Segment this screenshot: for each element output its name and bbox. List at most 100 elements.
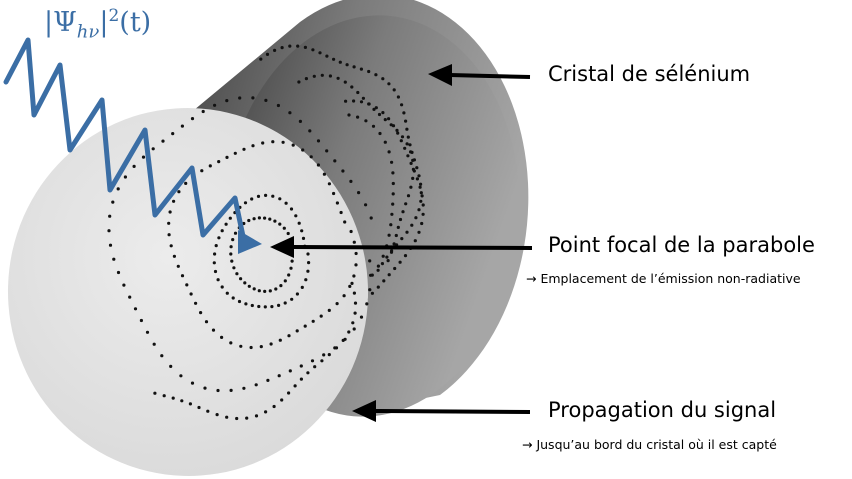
scatter-dot	[410, 223, 414, 227]
scatter-dot	[396, 131, 400, 135]
scatter-dot	[378, 131, 382, 136]
scatter-dot	[216, 278, 220, 282]
scatter-dot	[294, 214, 298, 218]
scatter-dot	[264, 193, 268, 197]
scatter-dot	[235, 272, 239, 276]
scatter-dot	[332, 57, 336, 61]
scatter-dot	[213, 252, 217, 256]
scatter-dot	[413, 239, 417, 243]
scatter-dot	[389, 223, 393, 227]
scatter-dot	[169, 244, 173, 248]
scatter-dot	[224, 222, 228, 226]
scatter-dot	[230, 259, 234, 263]
scatter-dot	[356, 90, 360, 95]
scatter-dot	[411, 158, 415, 162]
scatter-dot	[417, 208, 421, 212]
scatter-dot	[151, 147, 155, 151]
scatter-dot	[393, 266, 397, 271]
scatter-dot	[310, 359, 315, 363]
scatter-dot	[387, 233, 391, 237]
scatter-dot	[387, 273, 391, 277]
scatter-dot	[259, 345, 263, 349]
scatter-dot	[257, 289, 261, 293]
crystal-label: Cristal de sélénium	[548, 62, 751, 86]
scatter-dot	[419, 191, 423, 195]
scatter-dot	[347, 330, 351, 334]
scatter-dot	[172, 254, 176, 258]
scatter-dot	[371, 124, 376, 128]
scatter-dot	[369, 273, 373, 277]
scatter-dot	[414, 216, 418, 220]
scatter-dot	[271, 140, 275, 144]
propagation-label: Propagation du signal	[548, 398, 777, 422]
scatter-dot	[161, 139, 165, 143]
scatter-dot	[352, 327, 356, 331]
scatter-dot	[304, 278, 308, 282]
scatter-dot	[200, 169, 204, 173]
scatter-dot	[252, 217, 256, 221]
scatter-dot	[367, 69, 371, 74]
scatter-dot	[128, 295, 132, 299]
scatter-dot	[169, 364, 173, 368]
scatter-dot	[116, 187, 120, 191]
scatter-dot	[171, 396, 175, 400]
scatter-dot	[391, 192, 395, 196]
scatter-dot	[383, 140, 387, 144]
scatter-dot	[386, 259, 390, 263]
formula-subscript: hν	[76, 21, 100, 43]
scatter-dot	[325, 149, 329, 153]
scatter-dot	[361, 96, 365, 100]
scatter-dot	[391, 181, 395, 186]
scatter-dot	[406, 154, 410, 158]
scatter-dot	[390, 160, 394, 164]
scatter-dot	[350, 281, 354, 285]
scatter-dot	[168, 210, 172, 214]
formula-argument: (t)	[119, 7, 152, 38]
scatter-dot	[257, 304, 261, 309]
scatter-dot	[354, 251, 358, 256]
scatter-dot	[322, 172, 326, 176]
scatter-dot	[250, 197, 254, 201]
scatter-dot	[320, 359, 324, 363]
scatter-dot	[406, 135, 410, 139]
scatter-dot	[347, 113, 351, 117]
scatter-dot	[392, 88, 396, 92]
scatter-dot	[269, 342, 273, 346]
scatter-dot	[290, 259, 294, 263]
scatter-dot	[333, 159, 337, 163]
scatter-dot	[387, 150, 391, 154]
scatter-dot	[372, 107, 376, 111]
scatter-dot	[176, 264, 180, 268]
scatter-dot	[319, 314, 323, 318]
scatter-dot	[263, 216, 267, 220]
scatter-dot	[301, 148, 305, 152]
scatter-dot	[239, 344, 243, 348]
scatter-dot	[419, 182, 423, 186]
scatter-dot	[288, 369, 292, 373]
scatter-dot	[350, 85, 354, 89]
scatter-dot	[344, 99, 348, 103]
scatter-dot	[160, 354, 164, 358]
scatter-dot	[116, 270, 121, 275]
scatter-dot	[153, 391, 157, 395]
scatter-dot	[278, 197, 282, 201]
scatter-dot	[225, 155, 229, 159]
crystal-front-face	[7, 108, 369, 476]
scatter-dot	[188, 402, 192, 406]
scatter-dot	[303, 324, 307, 328]
scatter-dot	[325, 54, 329, 58]
scatter-dot	[201, 109, 205, 114]
scatter-dot	[365, 302, 369, 306]
scatter-dot	[359, 315, 364, 319]
scatter-dot	[335, 302, 339, 306]
scatter-dot	[273, 48, 277, 53]
scatter-dot	[418, 185, 422, 189]
scatter-dot	[349, 179, 353, 183]
scatter-dot	[215, 413, 219, 417]
scatter-dot	[288, 111, 292, 115]
scatter-dot	[172, 199, 176, 203]
scatter-dot	[286, 231, 290, 236]
scatter-dot	[339, 210, 343, 215]
scatter-dot	[167, 221, 171, 225]
scatter-dot	[327, 182, 331, 186]
